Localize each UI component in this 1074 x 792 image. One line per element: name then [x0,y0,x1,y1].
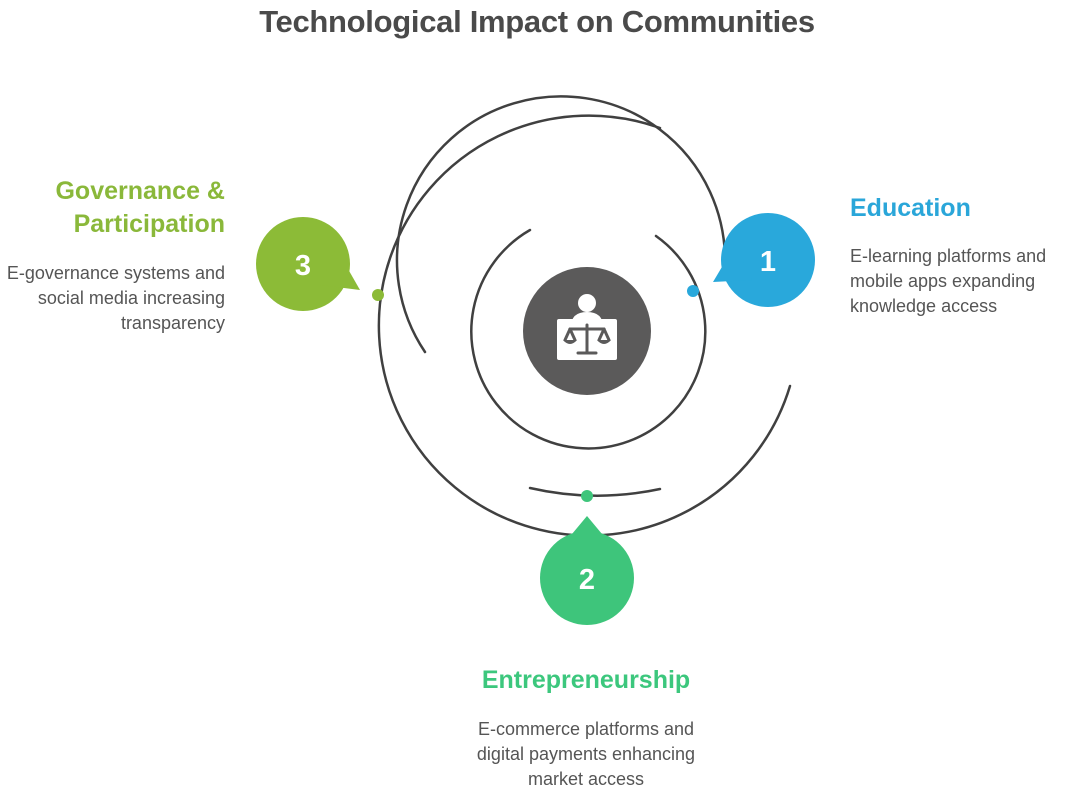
entrepreneurship-badge-number: 2 [579,564,595,596]
education-heading: Education [850,194,971,222]
page-title: Technological Impact on Communities [259,4,815,39]
education-badge: 1 [713,213,815,307]
ring-arcs [377,95,792,537]
governance-description-text: E-governance systems and social media in… [6,263,225,333]
middle-ring-arc [395,95,727,354]
governance-badge-number: 3 [295,250,311,282]
justice-scale-person-icon [557,294,617,360]
entrepreneurship-connector-dot [581,490,593,502]
outer-ring-arc [377,114,792,537]
center-node [523,267,651,395]
inner-ring-arc [470,228,707,450]
entrepreneurship-description: E-commerce platforms and digital payment… [0,717,1074,792]
small-ring-arc [528,486,662,497]
governance-heading: Governance & Participation [0,175,225,241]
education-connector-dot [687,285,699,297]
entrepreneurship-badge: 2 [540,516,634,625]
governance-badge: 3 [256,217,360,311]
entrepreneurship-heading: Entrepreneurship [481,666,691,694]
governance-connector-dot [372,289,384,301]
education-description: E-learning platforms and mobile apps exp… [850,246,1047,316]
governance-description: E-governance systems and social media in… [0,261,225,336]
entrepreneurship-description-text: E-commerce platforms and digital payment… [476,719,696,789]
governance-heading-text: Governance & Participation [55,177,225,238]
education-badge-number: 1 [760,246,776,278]
